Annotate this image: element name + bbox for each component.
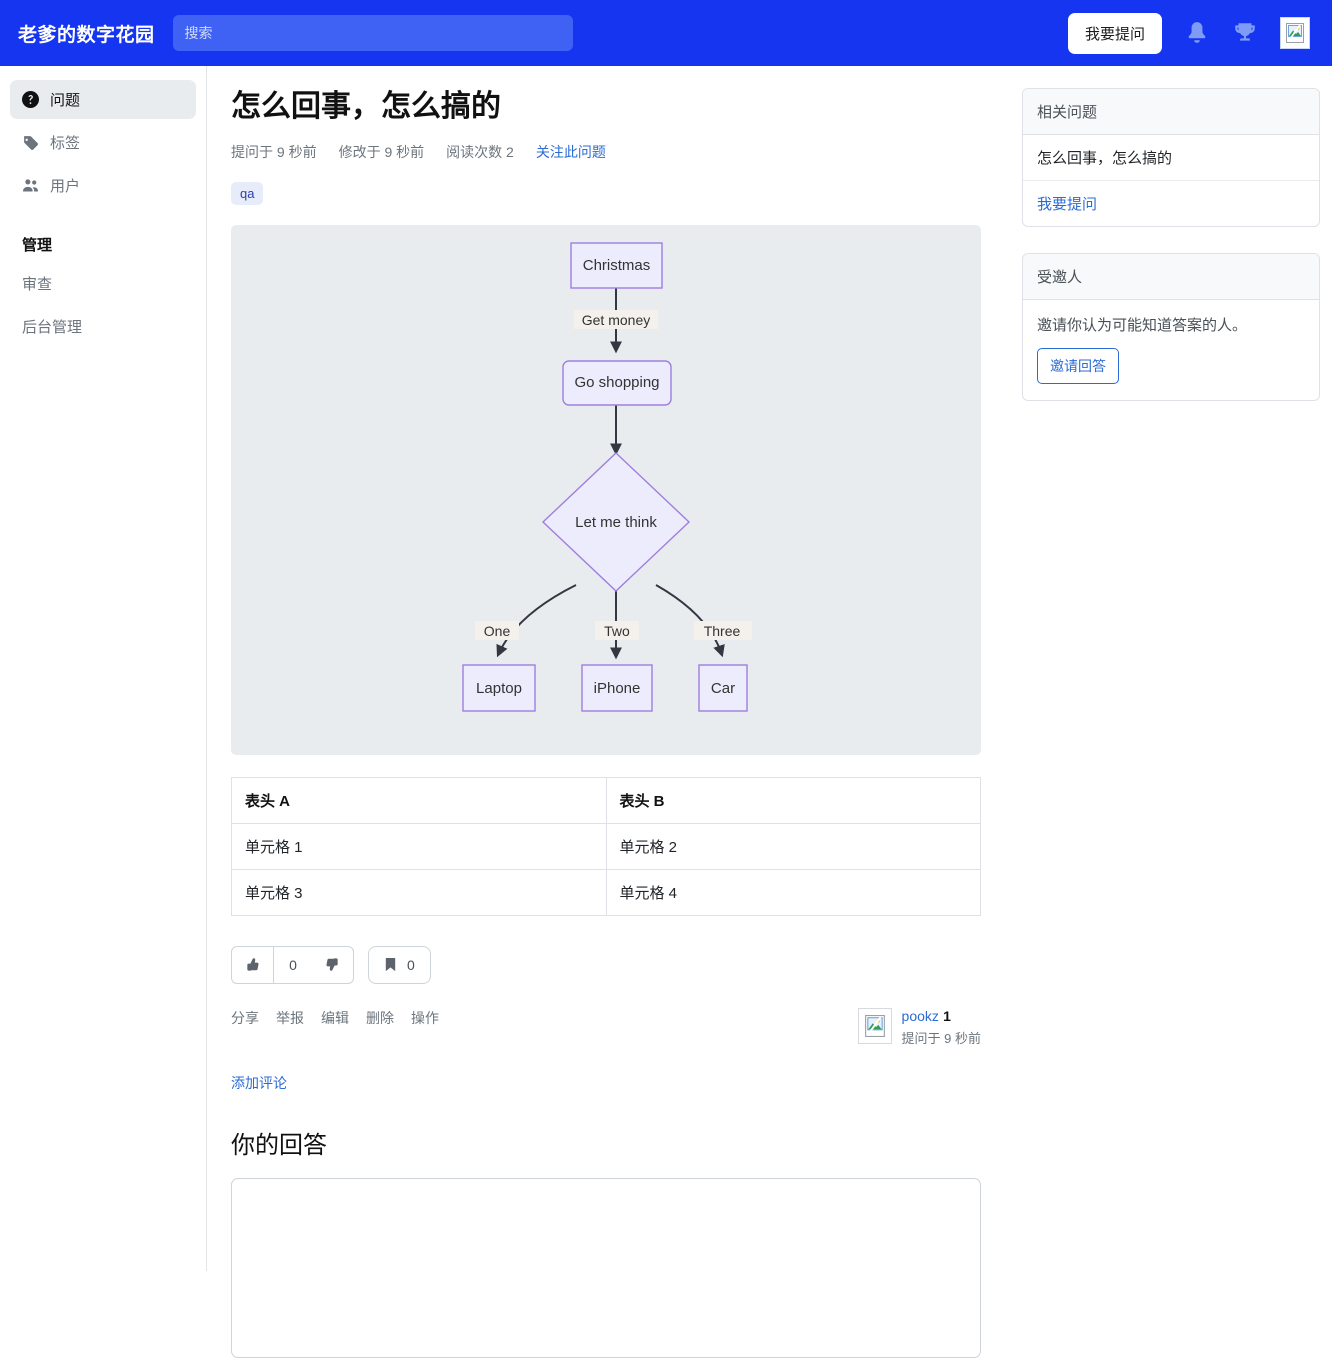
sidebar-item-label: 标签: [50, 135, 81, 152]
thumbs-down-icon: [326, 958, 338, 971]
question-column: 怎么回事，怎么搞的 提问于 9 秒前 修改于 9 秒前 阅读次数 2 关注此问题…: [231, 88, 981, 1362]
post-actions: 分享 举报 编辑 删除 操作: [231, 1008, 439, 1028]
related-question-item[interactable]: 怎么回事，怎么搞的: [1023, 135, 1319, 181]
table-header-cell: 表头 A: [231, 776, 607, 824]
table-row: 单元格 1 单元格 2: [231, 822, 981, 870]
node-go-shopping: [562, 359, 672, 406]
author-timestamp: 提问于 9 秒前: [901, 1030, 981, 1046]
node-let-me-think-label: Let me think: [575, 513, 657, 530]
related-questions-title: 相关问题: [1023, 89, 1319, 135]
sidebar-section-admin-title: 管理: [22, 237, 53, 254]
table-cell: 单元格 3: [231, 868, 607, 916]
avatar[interactable]: [1280, 17, 1310, 49]
node-christmas: [570, 241, 663, 289]
related-questions-card: 相关问题 怎么回事，怎么搞的 我要提问: [1022, 88, 1320, 227]
sidebar-item-tags[interactable]: 标签: [10, 123, 196, 162]
answer-textarea[interactable]: [231, 1177, 981, 1358]
sidebar-item-users[interactable]: 用户: [10, 166, 196, 205]
your-answer-heading: 你的回答: [231, 1131, 327, 1159]
invite-answer-button[interactable]: 邀请回答: [1037, 348, 1119, 384]
node-iphone-label: iPhone: [594, 679, 641, 696]
sidebar-item-backend-admin[interactable]: 后台管理: [10, 307, 196, 346]
node-let-me-think: [541, 451, 691, 592]
meta-modified: 修改于 9 秒前: [338, 143, 425, 160]
sidebar-item-label: 审查: [22, 276, 53, 293]
top-navbar: 老爹的数字花园 我要提问: [0, 0, 1332, 66]
table-cell: 单元格 2: [605, 822, 981, 870]
edge-label-two: Two: [604, 623, 630, 639]
mermaid-flowchart: Get money One Two Three Christmas Go sho…: [231, 224, 981, 755]
tag-icon: [22, 134, 39, 151]
page-title: 怎么回事，怎么搞的: [231, 90, 501, 123]
table-cell: 单元格 4: [605, 868, 981, 916]
author-card: pookz 1 提问于 9 秒前: [857, 1007, 981, 1047]
page-layout: 问题 标签 用户 管理 审查 后台管理 怎么回事，怎么搞的 提问于 9 秒前: [0, 66, 1332, 1358]
left-sidebar: 问题 标签 用户 管理 审查 后台管理: [0, 66, 207, 1271]
bookmark-count: 0: [407, 956, 415, 973]
ask-question-button[interactable]: 我要提问: [1067, 12, 1162, 54]
navbar-right-group: 我要提问: [1067, 12, 1310, 54]
invitees-body: 邀请你认为可能知道答案的人。 邀请回答: [1023, 300, 1319, 400]
vote-button-group: 0: [231, 945, 354, 984]
edge-label-three: Three: [704, 623, 741, 639]
downvote-button[interactable]: [312, 945, 354, 984]
right-sidebar: 相关问题 怎么回事，怎么搞的 我要提问 受邀人 邀请你认为可能知道答案的人。 邀…: [1022, 66, 1332, 1271]
action-edit[interactable]: 编辑: [321, 1009, 349, 1026]
sidebar-item-label: 后台管理: [22, 319, 83, 336]
sidebar-item-questions[interactable]: 问题: [10, 80, 196, 119]
question-meta: 提问于 9 秒前 修改于 9 秒前 阅读次数 2 关注此问题: [231, 142, 981, 162]
vote-row: 0 0: [231, 945, 981, 984]
add-comment-link[interactable]: 添加评论: [231, 1074, 287, 1091]
markdown-table: 表头 A 表头 B 单元格 1 单元格 2 单元格 3 单元格 4: [231, 776, 981, 916]
node-christmas-label: Christmas: [583, 256, 651, 273]
author-avatar[interactable]: [857, 1007, 892, 1044]
broken-image-icon: [864, 1014, 885, 1037]
author-info: pookz 1 提问于 9 秒前: [902, 1008, 981, 1047]
actions-and-author: 分享 举报 编辑 删除 操作: [231, 1007, 981, 1047]
node-iphone: [581, 663, 653, 712]
edge-label-one: One: [484, 623, 511, 639]
table-header-row: 表头 A 表头 B: [231, 776, 981, 824]
bookmark-button[interactable]: 0: [368, 945, 431, 984]
invitees-description: 邀请你认为可能知道答案的人。: [1037, 317, 1248, 334]
node-laptop: [462, 663, 536, 712]
action-flag[interactable]: 举报: [276, 1009, 304, 1026]
author-reputation: 1: [943, 1007, 951, 1024]
bell-icon[interactable]: [1184, 20, 1210, 46]
meta-views: 阅读次数 2: [446, 143, 514, 160]
author-name[interactable]: pookz: [901, 1007, 939, 1024]
question-circle-icon: [22, 91, 39, 108]
table-cell: 单元格 1: [231, 822, 607, 870]
rail-ask-question-link[interactable]: 我要提问: [1037, 196, 1098, 213]
sidebar-item-label: 问题: [50, 92, 81, 109]
vote-count: 0: [274, 945, 312, 984]
meta-asked: 提问于 9 秒前: [231, 143, 317, 160]
invitees-card: 受邀人 邀请你认为可能知道答案的人。 邀请回答: [1022, 253, 1320, 401]
table-row: 单元格 3 单元格 4: [231, 868, 981, 916]
edge-label-get-money: Get money: [582, 312, 650, 328]
site-brand[interactable]: 老爹的数字花园: [18, 24, 155, 46]
action-delete[interactable]: 删除: [366, 1009, 394, 1026]
action-more[interactable]: 操作: [411, 1009, 439, 1026]
node-laptop-label: Laptop: [476, 679, 522, 696]
trophy-icon[interactable]: [1232, 20, 1258, 46]
tag-qa[interactable]: qa: [231, 181, 264, 205]
search-input[interactable]: [172, 15, 573, 51]
upvote-button[interactable]: [231, 945, 274, 984]
users-icon: [22, 177, 39, 194]
node-go-shopping-label: Go shopping: [574, 373, 659, 390]
node-car: [698, 663, 748, 712]
bookmark-icon: [385, 957, 396, 972]
table-header-cell: 表头 B: [605, 776, 981, 824]
invitees-title: 受邀人: [1023, 254, 1319, 300]
broken-image-icon: [1286, 23, 1304, 43]
action-share[interactable]: 分享: [231, 1009, 259, 1026]
main-content: 怎么回事，怎么搞的 提问于 9 秒前 修改于 9 秒前 阅读次数 2 关注此问题…: [207, 66, 1022, 1358]
thumbs-up-icon: [247, 958, 259, 971]
sidebar-item-label: 用户: [50, 178, 81, 195]
sidebar-item-review[interactable]: 审查: [10, 264, 196, 303]
node-car-label: Car: [711, 679, 735, 696]
follow-question-link[interactable]: 关注此问题: [535, 143, 606, 160]
